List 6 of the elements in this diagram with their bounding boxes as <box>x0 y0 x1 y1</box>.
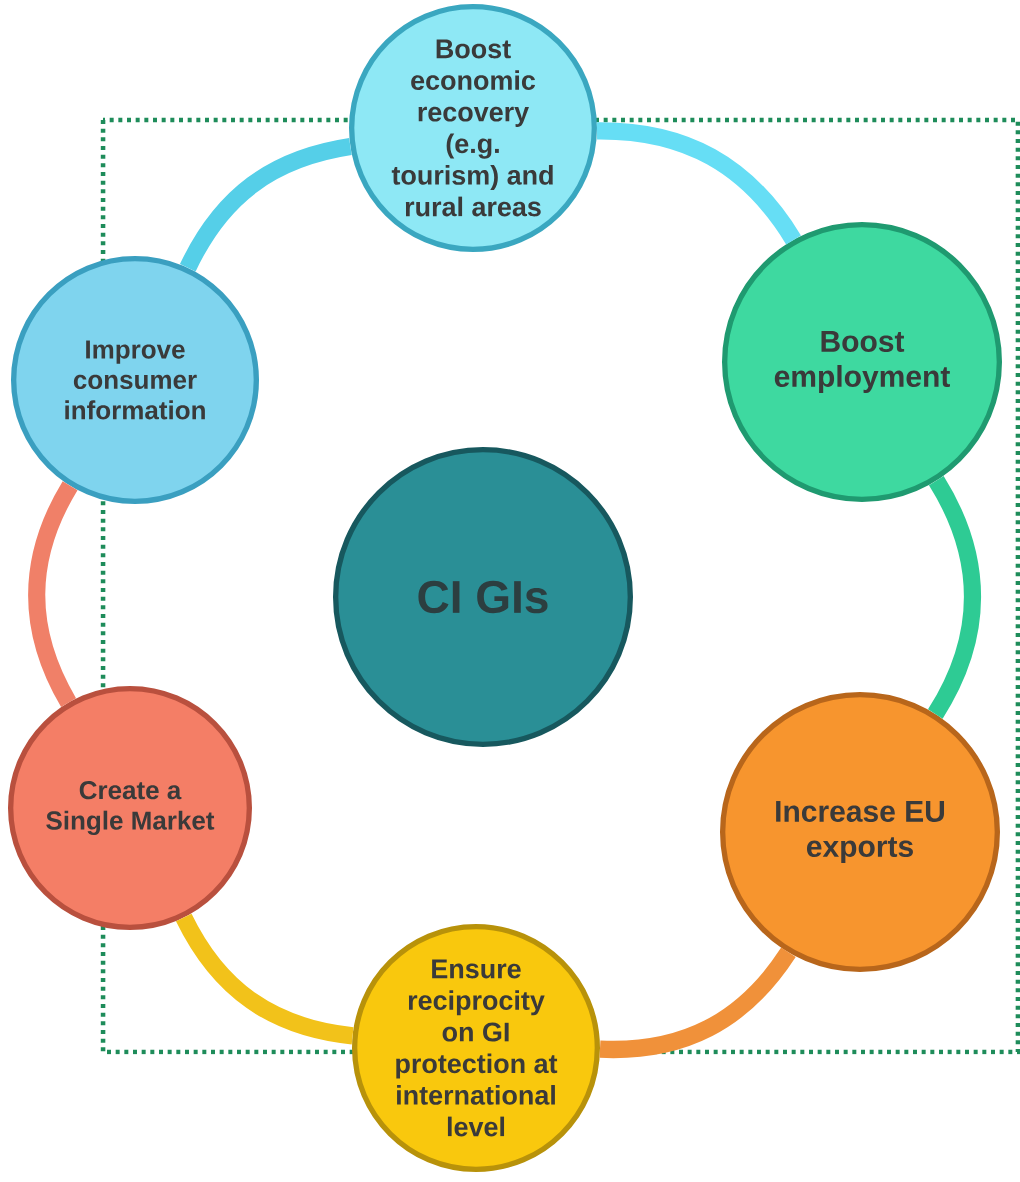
ring-segment <box>28 481 78 707</box>
ring-segment <box>596 122 801 245</box>
ring-segment <box>176 913 354 1045</box>
ring-segment <box>927 476 981 719</box>
ring-segment <box>599 947 796 1059</box>
ring-segment <box>180 138 352 272</box>
